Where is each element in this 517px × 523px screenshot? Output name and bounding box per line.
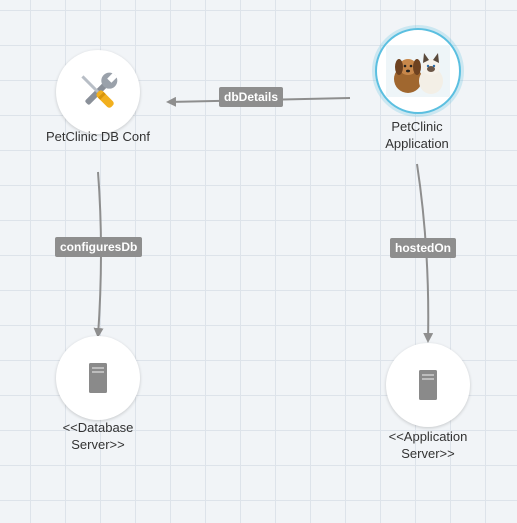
tools-icon — [81, 72, 118, 108]
node-circle[interactable] — [386, 343, 470, 427]
node-circle[interactable] — [56, 336, 140, 420]
edge-label-db-details[interactable]: dbDetails — [219, 87, 284, 107]
node-label: <<Application Server>> — [388, 429, 468, 461]
node-label: <<Database Server>> — [62, 420, 134, 452]
node-label: PetClinic Application — [385, 119, 449, 151]
server-icon — [89, 363, 107, 393]
server-icon — [419, 370, 437, 400]
node-circle[interactable] — [375, 28, 461, 114]
node-label: PetClinic DB Conf — [45, 129, 151, 144]
node-circle[interactable] — [56, 50, 140, 134]
edge-label-configures-db[interactable]: configuresDb — [55, 237, 143, 257]
pets-photo — [386, 45, 450, 97]
edge-label-hosted-on[interactable]: hostedOn — [390, 238, 456, 258]
